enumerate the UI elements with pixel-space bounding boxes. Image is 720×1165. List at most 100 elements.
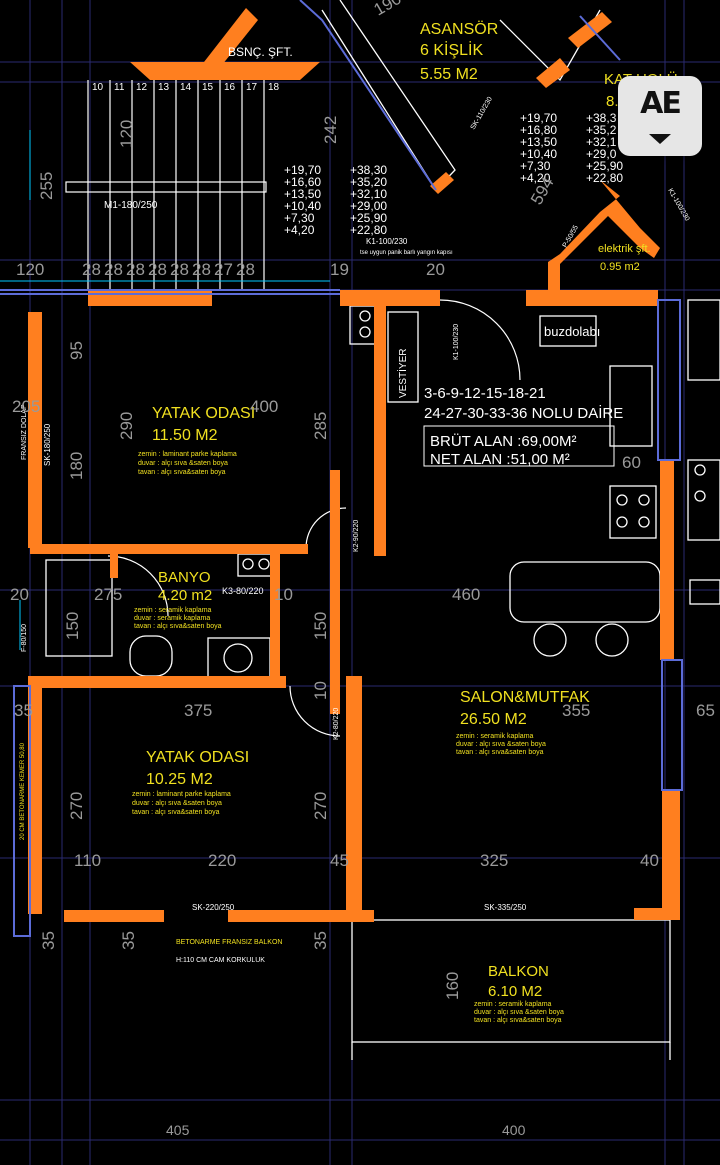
- dim: 20: [426, 260, 445, 279]
- dim: 10: [274, 585, 293, 604]
- label-asansor-area: 5.55 M2: [420, 66, 478, 83]
- dim: 28: [126, 260, 145, 279]
- dim: 160: [443, 972, 462, 1000]
- label-fransiz-dolap: FRANSIZ DOLAP: [21, 404, 28, 460]
- text-style-button[interactable]: AE: [618, 76, 702, 156]
- label-elektrik: elektrik şft.: [598, 243, 651, 255]
- dim: 242: [321, 116, 340, 144]
- levels-left-b: +38,30 +35,20 +32,10 +29,00 +25,90 +22,8…: [350, 163, 387, 237]
- label-bnc-sft: BSNÇ. ŞFT.: [228, 45, 293, 59]
- label-p-door: P-50/55: [562, 224, 580, 249]
- level-value: +19,70: [520, 111, 557, 125]
- dim: 325: [480, 851, 508, 870]
- stair-num: 16: [224, 82, 236, 93]
- dim: 35: [39, 931, 58, 950]
- label-yatak1-fin3: tavan : alçı sıva&saten boya: [138, 469, 226, 476]
- dim: 110: [74, 851, 101, 870]
- label-vestiyer: VESTİYER: [396, 349, 409, 398]
- hatch-walls: [0, 0, 683, 937]
- dim: 28: [82, 260, 101, 279]
- dim: 120: [16, 260, 44, 279]
- level-value: +35,2: [586, 123, 617, 137]
- label-k2-door-a: K2-90/220: [353, 520, 360, 552]
- dim: 19: [330, 260, 349, 279]
- label-mirror: M1-180/250: [104, 200, 158, 211]
- dim: 400: [250, 397, 278, 416]
- level-value: +38,30: [350, 163, 387, 177]
- level-value: +19,70: [284, 163, 321, 177]
- label-elektrik-area: 0.95 m2: [600, 261, 640, 273]
- dim: 405: [166, 1122, 190, 1138]
- label-k1-door-note: tse uygun panik barlı yangın kapısı: [360, 250, 453, 256]
- level-value: +35,20: [350, 175, 387, 189]
- dim: 40: [640, 851, 659, 870]
- label-k3-door: K3-80/220: [222, 586, 264, 596]
- dim: 205: [12, 397, 40, 416]
- dim: 220: [208, 851, 236, 870]
- level-value: +32,1: [586, 135, 617, 149]
- dim: 95: [67, 341, 86, 360]
- label-banyo-area: 4.20 m2: [158, 587, 212, 604]
- label-sk-220: SK-220/250: [192, 903, 235, 912]
- level-value: +13,50: [520, 135, 557, 149]
- dim: 275: [94, 585, 122, 604]
- dim: 35: [119, 931, 138, 950]
- level-value: +38,3: [586, 111, 617, 125]
- label-yatak1-fin1: zemin : laminant parke kaplama: [138, 451, 237, 458]
- level-value: +4,20: [284, 223, 315, 237]
- stair-num: 12: [136, 82, 148, 93]
- dim: 150: [63, 612, 82, 640]
- dim: 35: [311, 931, 330, 950]
- label-salon-fin3: tavan : alçı sıva&saten boya: [456, 749, 544, 756]
- level-value: +13,50: [284, 187, 321, 201]
- dim: 270: [311, 792, 330, 820]
- label-cam-korkuluk: H:110 CM CAM KORKULUK: [176, 957, 265, 964]
- level-value: +25,90: [586, 159, 623, 173]
- stair-num: 17: [246, 82, 258, 93]
- level-value: +7,30: [520, 159, 551, 173]
- label-banyo: BANYO: [158, 569, 211, 586]
- dim: 285: [311, 412, 330, 440]
- label-yatak2-fin1: zemin : laminant parke kaplama: [132, 791, 231, 798]
- level-value: +4,20: [520, 171, 551, 185]
- label-k1-door-mid: K1-100/230: [453, 324, 460, 360]
- dim: 28: [192, 260, 211, 279]
- label-yatak2-fin2: duvar : alçı sıva &saten boya: [132, 800, 222, 807]
- level-value: +16,80: [520, 123, 557, 137]
- label-sk-110: SK-110/230: [470, 96, 494, 131]
- label-yatak1-area: 11.50 M2: [152, 427, 218, 444]
- dim: 255: [37, 172, 56, 200]
- level-value: +16,60: [284, 175, 321, 189]
- door-swings: [107, 299, 521, 737]
- label-banyo-fin3: tavan : alçı sıva&saten boya: [134, 623, 222, 630]
- label-net: NET ALAN :51,00 M²: [430, 451, 570, 468]
- level-value: +29,00: [350, 199, 387, 213]
- label-salon-area: 26.50 M2: [460, 711, 527, 728]
- label-asansor: ASANSÖR: [420, 20, 498, 38]
- levels-right-b: +38,3 +35,2 +32,1 +29,0 +25,90 +22,80: [586, 111, 623, 185]
- label-yatak1-fin2: duvar : alçı sıva &saten boya: [138, 460, 228, 467]
- stair-num: 10: [92, 82, 104, 93]
- stair-num: 11: [114, 82, 125, 93]
- label-cm-betonarme: 20 CM BETONARME KEMER 50,80: [20, 742, 26, 840]
- label-balkon-area: 6.10 M2: [488, 983, 542, 1000]
- label-k1-door: K1-100/230: [366, 237, 408, 246]
- label-balkon-fin1: zemin : seramik kaplama: [474, 1001, 552, 1008]
- label-salon-fin1: zemin : seramik kaplama: [456, 733, 534, 740]
- stairs: [65, 80, 267, 290]
- level-value: +22,80: [350, 223, 387, 237]
- label-daire-1: 3-6-9-12-15-18-21: [424, 385, 546, 402]
- label-fransiz-balkon: BETONARME FRANSIZ BALKON: [176, 939, 282, 946]
- label-banyo-fin1: zemin : seramik kaplama: [134, 607, 212, 614]
- label-asansor-cap: 6 KİŞLİK: [420, 40, 483, 59]
- dim: 355: [562, 701, 590, 720]
- label-salon-fin2: duvar : alçı sıva &saten boya: [456, 741, 546, 748]
- label-sk-180: SK-180/250: [43, 423, 52, 466]
- text-style-icon: AE: [640, 86, 682, 121]
- dimensions: 120 28 28 28 28 28 28 27 28 19 20 95 205…: [10, 0, 715, 1138]
- stair-num: 15: [202, 82, 214, 93]
- levels-right-a: +19,70 +16,80 +13,50 +10,40 +7,30 +4,20: [520, 111, 557, 185]
- label-yatak2-fin3: tavan : alçı sıva&saten boya: [132, 809, 220, 816]
